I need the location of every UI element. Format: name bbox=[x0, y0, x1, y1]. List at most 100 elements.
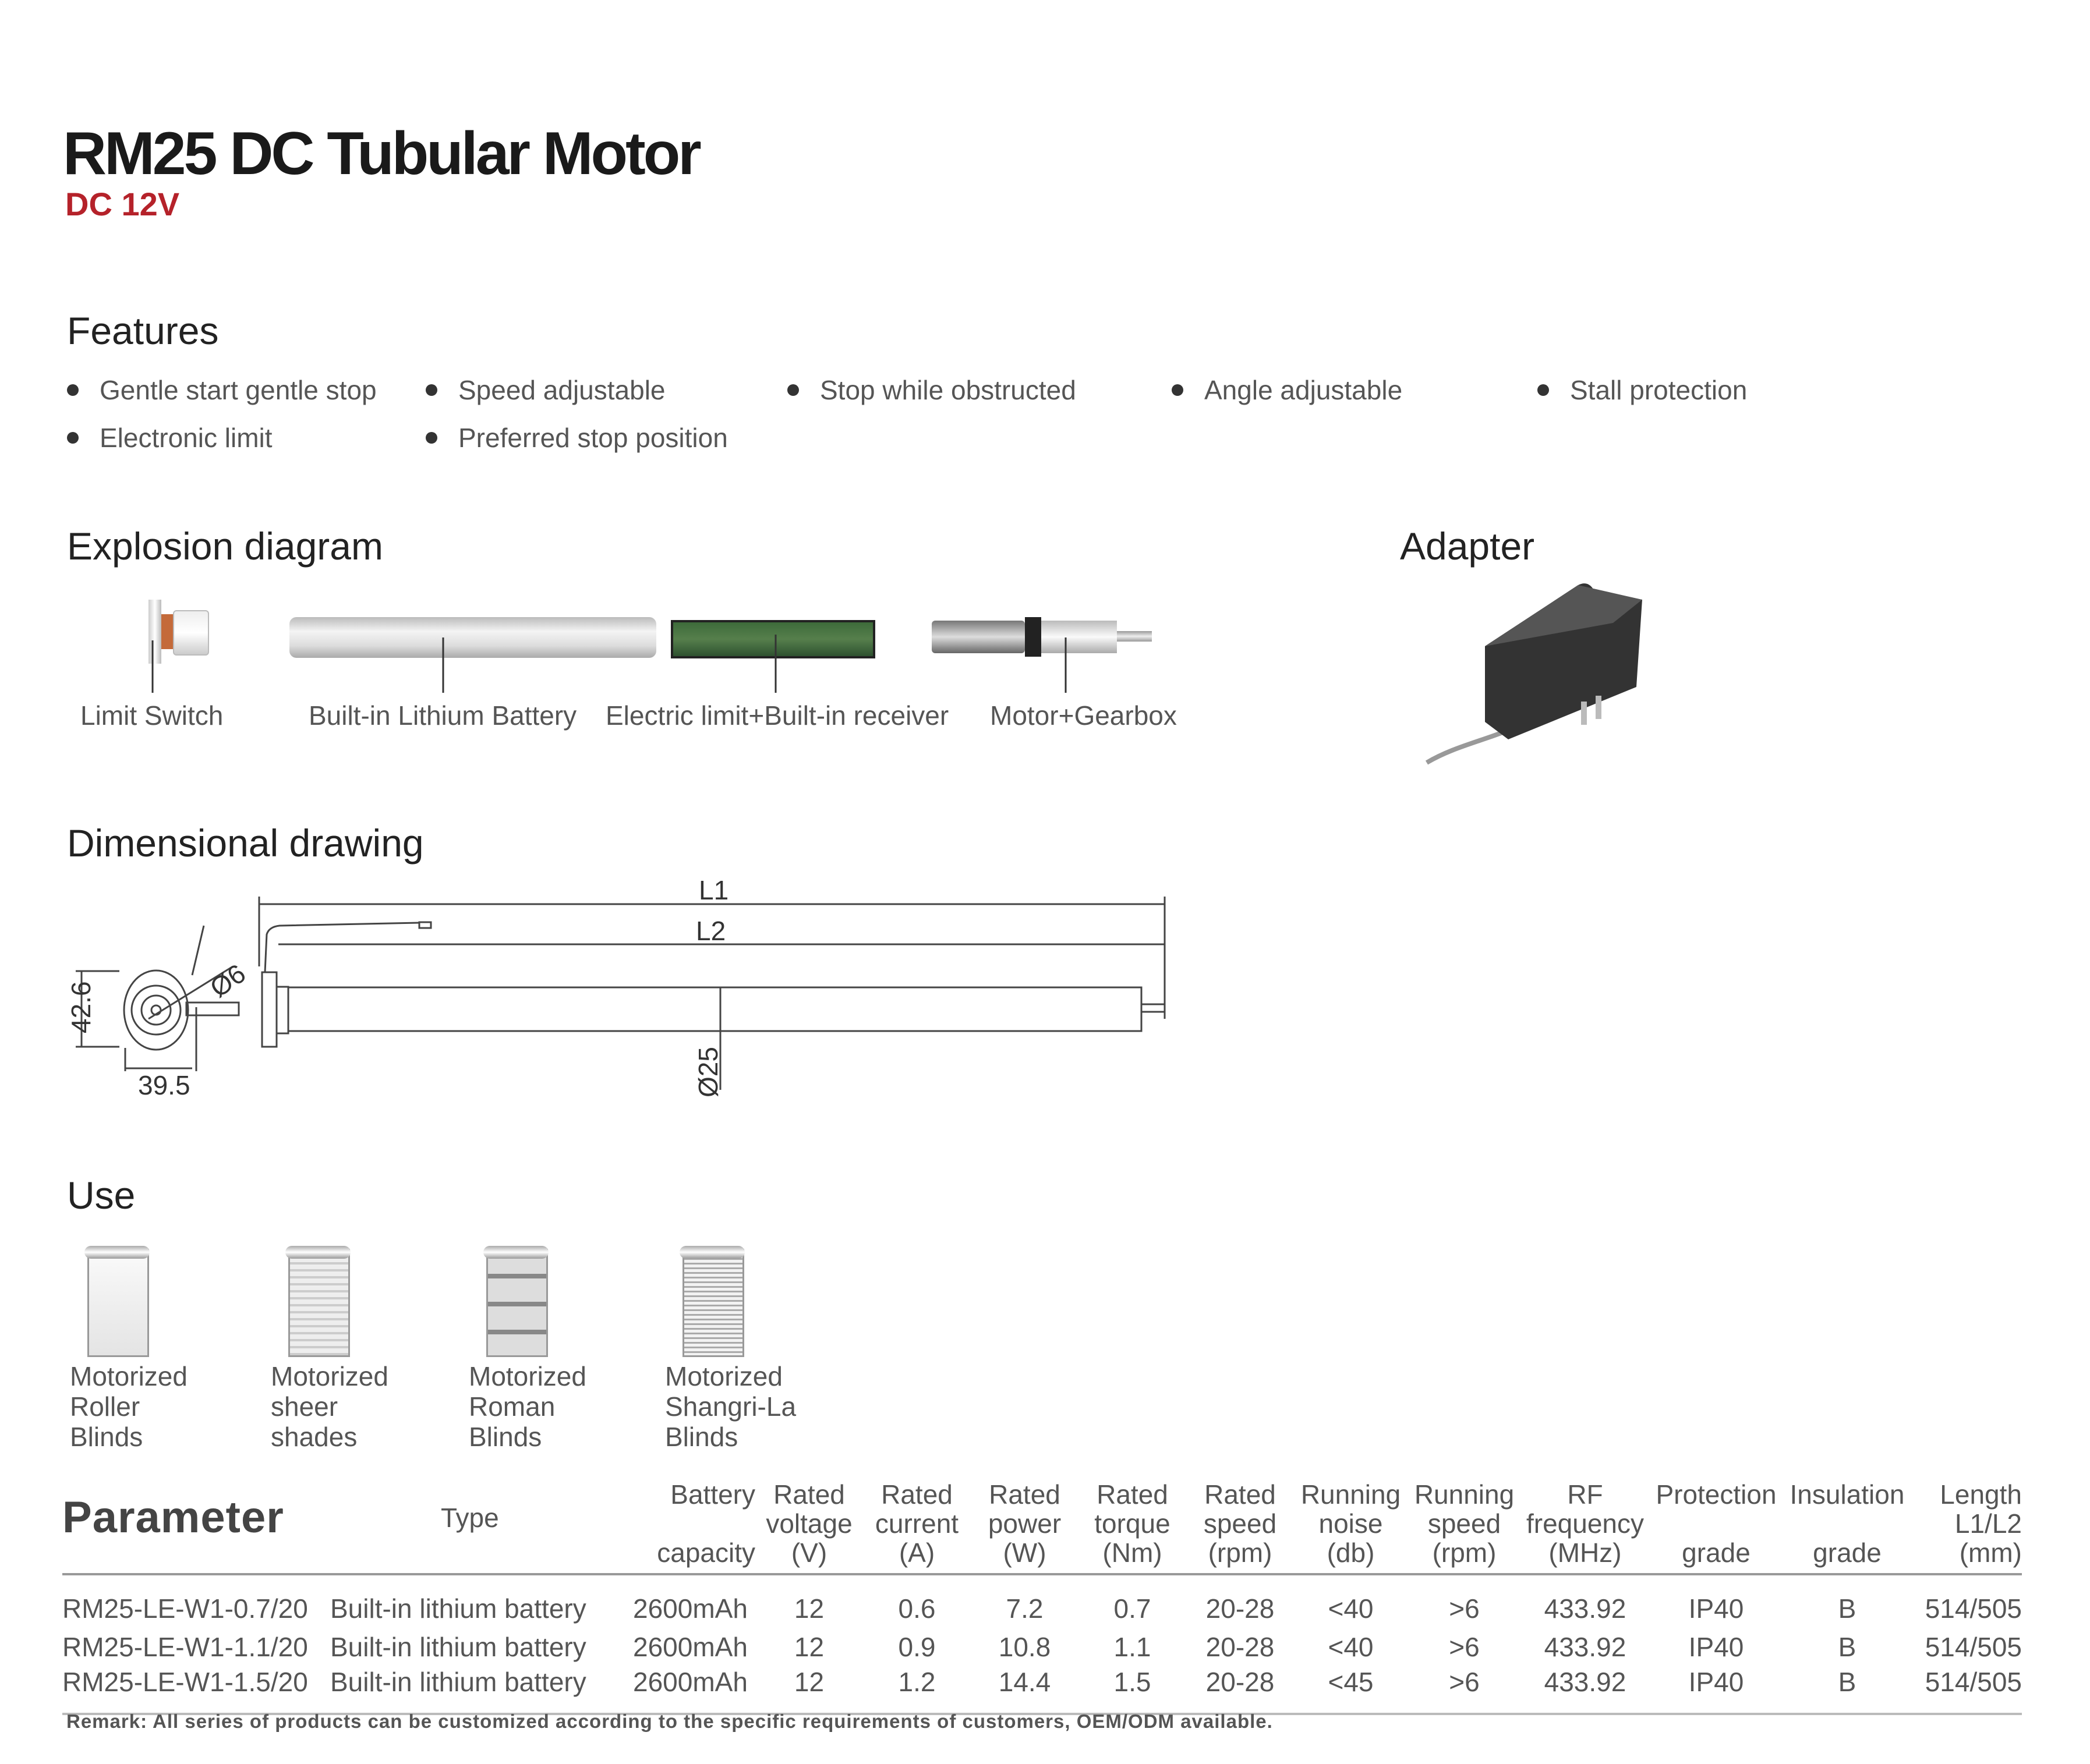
table-cell: Built-in lithium battery bbox=[330, 1632, 586, 1662]
header-line: (db) bbox=[1327, 1538, 1375, 1568]
header-line: Battery bbox=[670, 1479, 755, 1510]
features-heading: Features bbox=[67, 309, 219, 352]
header-line: noise bbox=[1318, 1508, 1383, 1539]
table-cell: Built-in lithium battery bbox=[330, 1593, 586, 1624]
header-line: (V) bbox=[791, 1538, 827, 1568]
feature-item: Gentle start gentle stop bbox=[67, 374, 377, 406]
header-line: Rated bbox=[1204, 1479, 1276, 1510]
header-line bbox=[1649, 1509, 1783, 1538]
table-cell: IP40 bbox=[1649, 1666, 1783, 1715]
use-label-line: sheer bbox=[271, 1391, 338, 1422]
l2-label: L2 bbox=[696, 916, 726, 946]
blind-image bbox=[87, 1249, 149, 1357]
table-cell: B bbox=[1783, 1666, 1911, 1715]
table-cell: 20-28 bbox=[1205, 1632, 1275, 1662]
header-line: (A) bbox=[899, 1538, 935, 1568]
table-cell: 0.9 bbox=[898, 1632, 936, 1662]
header-line: (rpm) bbox=[1208, 1538, 1272, 1568]
table-cell: 433.92 bbox=[1544, 1593, 1626, 1624]
adapter-heading: Adapter bbox=[1400, 525, 1535, 568]
use-heading: Use bbox=[67, 1174, 136, 1217]
table-cell: 14.4 bbox=[971, 1666, 1078, 1715]
use-label-line: Blinds bbox=[70, 1422, 143, 1452]
dimensional-drawing: L1 L2 39.5 42.6 Ø6 Ø25 bbox=[66, 875, 1166, 1100]
use-label-line: Motorized bbox=[271, 1361, 388, 1391]
header-line: RF bbox=[1567, 1479, 1603, 1510]
roller-tube-icon bbox=[84, 1246, 150, 1259]
table-cell: 2600mAh bbox=[633, 1666, 755, 1715]
table-cell: 2600mAh bbox=[633, 1593, 748, 1624]
feature-item: Speed adjustable bbox=[426, 374, 666, 406]
header-line bbox=[633, 1509, 755, 1538]
table-cell: 12 bbox=[755, 1666, 863, 1715]
table-cell: 12 bbox=[794, 1593, 825, 1624]
tube-dia-label: Ø25 bbox=[693, 1047, 723, 1097]
explosion-leader-lines bbox=[151, 635, 1067, 693]
header-line: (rpm) bbox=[1432, 1538, 1497, 1568]
table-cell: 433.92 bbox=[1521, 1666, 1649, 1715]
blind-image bbox=[288, 1249, 350, 1357]
bullet-icon bbox=[426, 384, 437, 396]
header-line: Rated bbox=[773, 1479, 845, 1510]
feature-label: Gentle start gentle stop bbox=[100, 375, 377, 405]
bullet-icon bbox=[1537, 384, 1549, 396]
table-cell: RM25-LE-W1-1.1/20 bbox=[62, 1632, 308, 1662]
roller-tube-icon bbox=[483, 1246, 549, 1259]
height-label: 42.6 bbox=[66, 981, 96, 1033]
width-label: 39.5 bbox=[138, 1070, 190, 1100]
parameter-heading: Parameter bbox=[62, 1468, 330, 1575]
table-cell: 20-28 bbox=[1186, 1666, 1294, 1715]
blind-image bbox=[486, 1249, 548, 1357]
feature-item: Angle adjustable bbox=[1172, 374, 1402, 406]
table-cell: 1.1 bbox=[1113, 1632, 1151, 1662]
feature-label: Stall protection bbox=[1570, 375, 1748, 405]
header-line: torque bbox=[1094, 1508, 1170, 1539]
part-label-battery: Built-in Lithium Battery bbox=[309, 700, 577, 731]
table-cell: 7.2 bbox=[1006, 1593, 1044, 1624]
use-label-line: Blinds bbox=[469, 1422, 542, 1452]
roller-tube-icon bbox=[285, 1246, 351, 1259]
voltage-subtitle: DC 12V bbox=[65, 186, 180, 222]
header-line: capacity bbox=[657, 1538, 755, 1568]
feature-label: Stop while obstructed bbox=[820, 375, 1076, 405]
bullet-icon bbox=[1172, 384, 1183, 396]
table-cell: 2600mAh bbox=[633, 1632, 748, 1662]
bullet-icon bbox=[67, 384, 79, 396]
header-line: (MHz) bbox=[1548, 1538, 1622, 1568]
table-cell: B bbox=[1838, 1632, 1856, 1662]
header-line: grade bbox=[1813, 1538, 1882, 1568]
use-label-line: Blinds bbox=[665, 1422, 738, 1452]
table-cell: 514/505 bbox=[1911, 1666, 2022, 1715]
header-line: frequency bbox=[1526, 1508, 1644, 1539]
header-line: (mm) bbox=[1959, 1538, 2022, 1568]
use-label-line: Roman bbox=[469, 1391, 556, 1422]
l1-label: L1 bbox=[699, 875, 729, 905]
explosion-heading: Explosion diagram bbox=[67, 525, 383, 568]
table-cell: <40 bbox=[1328, 1632, 1374, 1662]
bullet-icon bbox=[426, 432, 437, 444]
circuit-board-image bbox=[671, 620, 875, 658]
table-cell: 433.92 bbox=[1544, 1632, 1626, 1662]
table-cell: RM25-LE-W1-1.5/20 bbox=[62, 1666, 330, 1715]
table-cell: 20-28 bbox=[1205, 1593, 1275, 1624]
header-line: L1/L2 bbox=[1954, 1508, 2022, 1539]
feature-label: Angle adjustable bbox=[1204, 375, 1403, 405]
header-line: Running bbox=[1414, 1479, 1515, 1510]
table-cell: 514/505 bbox=[1925, 1632, 2022, 1662]
use-label-line: Motorized bbox=[70, 1361, 188, 1391]
use-label-line: Roller bbox=[70, 1391, 140, 1422]
feature-label: Electronic limit bbox=[100, 423, 273, 453]
table-cell: Built-in lithium battery bbox=[330, 1666, 633, 1715]
